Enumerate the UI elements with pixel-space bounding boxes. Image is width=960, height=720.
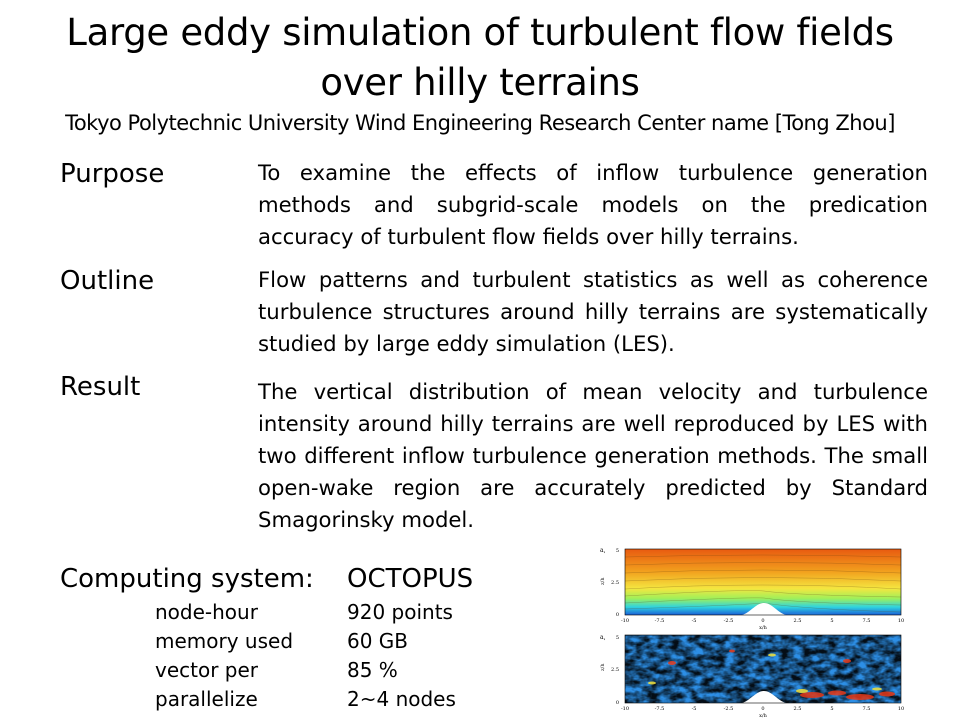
x-axis-label: x/h (759, 625, 768, 631)
simulation-figure: a, z/h 5 2.5 0 -10 -7.5 -5 -2.5 0 2.5 5 … (600, 547, 904, 719)
title-line-1: Large eddy simulation of turbulent flow … (66, 11, 894, 54)
page-title: Large eddy simulation of turbulent flow … (0, 8, 960, 108)
stats-value: 920 points (347, 600, 453, 624)
computing-system-label: Computing system: (60, 564, 314, 594)
stats-value: 2~4 nodes (347, 687, 456, 711)
stats-key: vector per (155, 658, 259, 682)
hill-shape (742, 603, 786, 615)
x-tick: -10 (621, 618, 629, 624)
y-tick: 0 (616, 700, 619, 706)
stats-key: node-hour (155, 600, 258, 624)
stats-key: memory used (155, 629, 294, 653)
outline-label: Outline (60, 266, 155, 296)
x-tick: 7.5 (863, 618, 871, 624)
x-tick: 0 (761, 618, 764, 624)
stats-row-memory: memory used 60 GB (155, 627, 485, 656)
y-tick: 0 (616, 612, 619, 618)
title-line-2: over hilly terrains (320, 61, 640, 104)
stats-row-parallelize: parallelize 2~4 nodes (155, 685, 485, 714)
result-label: Result (60, 372, 141, 402)
stats-key: parallelize (155, 687, 258, 711)
x-tick: 5 (830, 706, 833, 712)
y-tick: 2.5 (611, 580, 619, 586)
x-tick: 10 (898, 618, 904, 624)
y-axis-label: z/h (600, 577, 606, 585)
x-tick: 10 (898, 706, 904, 712)
x-tick: 7.5 (863, 706, 871, 712)
stats-value: 60 GB (347, 629, 409, 653)
panel-b-label: a, (600, 634, 606, 641)
panel-a-label: a, (600, 547, 606, 554)
x-tick: -5 (692, 618, 697, 624)
x-tick: 2.5 (794, 618, 802, 624)
purpose-text: To examine the effects of inflow turbule… (258, 160, 928, 249)
stats-value: 85 % (347, 658, 398, 682)
x-tick: -2.5 (724, 706, 734, 712)
x-axis-label: x/h (759, 713, 768, 719)
x-tick: 5 (830, 618, 833, 624)
x-tick: -7.5 (655, 618, 665, 624)
y-axis-label: z/h (600, 663, 606, 671)
stats-row-node-hour: node-hour 920 points (155, 598, 485, 627)
y-tick: 5 (616, 548, 619, 554)
x-tick: 2.5 (794, 706, 802, 712)
stats-row-vector: vector per 85 % (155, 656, 485, 685)
y-tick: 2.5 (611, 667, 619, 673)
result-text: The vertical distribution of mean veloci… (258, 379, 928, 532)
x-tick: -2.5 (724, 618, 734, 624)
outline-text: Flow patterns and turbulent statistics a… (258, 267, 928, 356)
x-tick: -10 (621, 706, 629, 712)
x-tick: 0 (761, 706, 764, 712)
computing-stats-table: node-hour 920 points memory used 60 GB v… (155, 598, 485, 714)
instantaneous-flow-panel: a, z/h 5 2.5 0 -10 -7.5 -5 -2.5 0 2.5 5 … (600, 634, 904, 719)
purpose-label: Purpose (60, 159, 165, 189)
x-tick: -5 (692, 706, 697, 712)
mean-flow-panel: a, z/h 5 2.5 0 -10 -7.5 -5 -2.5 0 2.5 5 … (600, 547, 904, 631)
author-affiliation: Tokyo Polytechnic University Wind Engine… (65, 111, 895, 135)
computing-system-name: OCTOPUS (347, 564, 474, 594)
x-tick: -7.5 (655, 706, 665, 712)
y-tick: 5 (616, 635, 619, 641)
